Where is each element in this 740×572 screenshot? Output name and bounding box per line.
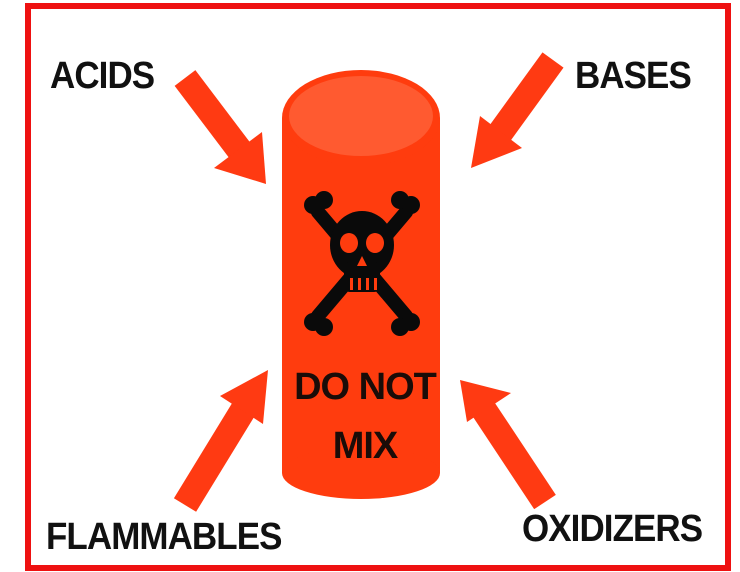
cylinder-container	[282, 70, 440, 499]
label-bases: BASES	[575, 55, 692, 97]
label-oxidizers: OXIDIZERS	[522, 508, 703, 550]
label-acids: ACIDS	[50, 55, 155, 97]
red-border	[25, 3, 731, 571]
label-flammables: FLAMMABLES	[46, 516, 282, 558]
skull-and-crossbones-icon	[304, 191, 420, 336]
arrow-oxidizers	[460, 380, 556, 510]
container-text-line2: MIX	[332, 425, 399, 467]
arrow-bases	[471, 52, 564, 168]
arrow-flammables	[173, 370, 268, 512]
arrow-acids	[174, 70, 266, 184]
container-text-line1: DO NOT	[294, 366, 437, 408]
